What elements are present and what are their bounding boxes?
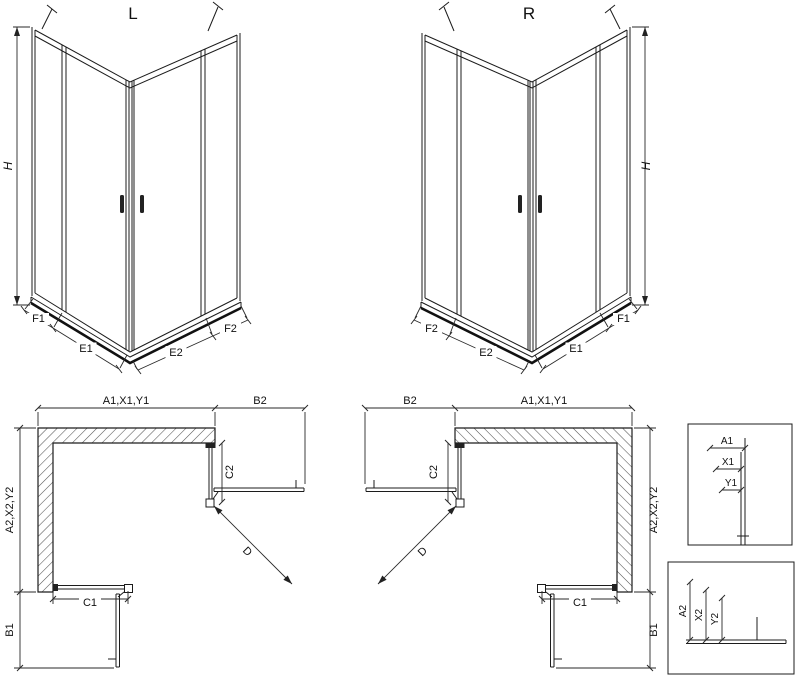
plan-left-dim-c1-label: C1	[83, 597, 97, 609]
iso-left-dim-h-label: H	[1, 161, 15, 170]
plan-left-dim-b1-label: B1	[4, 623, 16, 636]
detail-bottom-dim-y2-label: Y2	[710, 612, 721, 625]
detail-top-dim-y1-label: Y1	[725, 478, 738, 489]
plan-right-dim-right-label: A2,X2,Y2	[648, 487, 660, 533]
plan-left-dim-b2-label: B2	[253, 395, 266, 407]
iso-right-dim-h-label: H	[639, 161, 653, 170]
iso-right-geometry	[409, 0, 651, 376]
plan-left-dim-left-label: A2,X2,Y2	[4, 487, 16, 533]
detail-box-bottom-frame	[667, 561, 795, 675]
iso-left-title: L	[128, 4, 137, 23]
plan-right-dim-c1-label: C1	[573, 597, 587, 609]
detail-top-dim-x1-label: X1	[722, 457, 735, 468]
detail-top-dim-a1-label: A1	[721, 436, 734, 447]
iso-left-view: L H F1 E1 E2 F2	[1, 0, 253, 376]
floor-profile-section	[686, 617, 787, 644]
iso-left-dim-f2-label: F2	[224, 323, 237, 335]
plan-left-geometry	[13, 404, 309, 672]
plan-right-geometry	[361, 404, 657, 672]
iso-right-title: R	[523, 4, 535, 23]
iso-left-dim-e1-label: E1	[79, 343, 92, 355]
iso-right-dim-f2-label: F2	[425, 323, 438, 335]
iso-left-dim-e2-label: E2	[169, 347, 182, 359]
plan-left-dim-top-label: A1,X1,Y1	[103, 395, 149, 407]
wall-profile-section	[732, 438, 754, 546]
plan-right-dim-b2-label: B2	[403, 395, 416, 407]
plan-left-dim-d-label: D	[240, 545, 254, 559]
detail-box-top: A1 X1 Y1	[687, 423, 793, 546]
iso-left-dim-f1-label: F1	[32, 313, 45, 325]
iso-left-geometry	[11, 0, 253, 376]
iso-right-dim-e1-label: E1	[569, 343, 582, 355]
detail-box-top-frame	[687, 423, 793, 546]
plan-left-dim-c2-label: C2	[224, 465, 236, 479]
iso-right-dim-e2-label: E2	[479, 347, 492, 359]
iso-right-view: R H F2 E2 E1 F1	[409, 0, 653, 376]
plan-right-dim-top-label: A1,X1,Y1	[521, 395, 567, 407]
plan-right-dim-b1-label: B1	[648, 623, 660, 636]
plan-right-dim-d-label: D	[416, 545, 430, 559]
detail-bottom-dim-a2-label: A2	[678, 604, 689, 617]
plan-right-view: B2 A1,X1,Y1 C2 A2,X2,Y2 B1 D C1	[361, 395, 660, 672]
plan-left-view: A1,X1,Y1 B2 C2 A2,X2,Y2 B1 D C1	[4, 395, 309, 672]
plan-right-dim-c2-label: C2	[428, 465, 440, 479]
detail-bottom-dim-x2-label: X2	[694, 608, 705, 621]
detail-box-bottom: A2 X2 Y2	[667, 561, 795, 675]
iso-right-dim-f1-label: F1	[617, 313, 630, 325]
